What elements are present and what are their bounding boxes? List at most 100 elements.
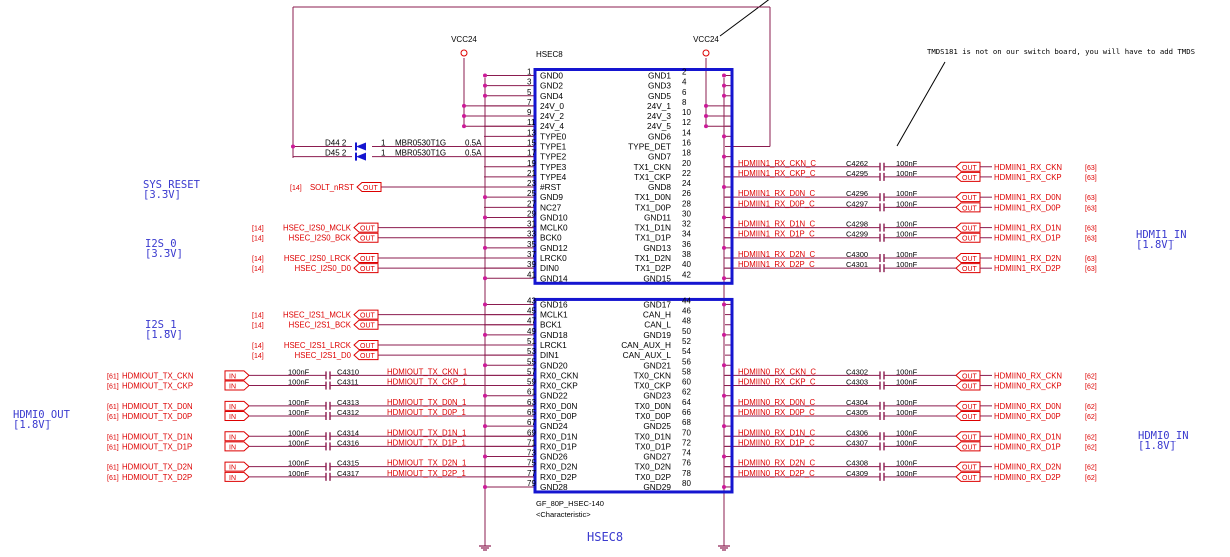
pin-name-RX0_D0P: RX0_D0P [540, 411, 577, 421]
pin-name-NC27: NC27 [540, 202, 562, 212]
pin-name-TX1_D0P: TX1_D0P [635, 202, 671, 212]
pin-name-RX0_D2P: RX0_D2P [540, 472, 577, 482]
junction-dot [722, 134, 726, 139]
pin-number-31: 31 [527, 220, 536, 229]
junction-dot [704, 124, 708, 129]
cap-ref-C4307: C4307 [846, 438, 868, 447]
cap-value: 100nF [896, 438, 918, 447]
cap-value: 100nF [896, 469, 918, 478]
diode-ref-D45: D45 2 [325, 149, 347, 158]
pin-number-12: 12 [682, 118, 691, 127]
net-label-HDMIOUT_TX_D1P: HDMIOUT_TX_D1P [122, 442, 192, 451]
pin-number-61: 61 [527, 388, 536, 397]
net-label-HDMIIN0_RX_CKP_C: HDMIIN0_RX_CKP_C [738, 378, 816, 387]
port-tag-HSEC_I2S0_BCK [353, 232, 379, 243]
port-tag-HSEC_I2S1_MCLK [353, 309, 379, 320]
diode-part: MBR0530T1G [395, 138, 446, 147]
net-label-HDMIOUT_TX_D0P: HDMIOUT_TX_D0P [122, 412, 192, 421]
pin-name-TX0_D2N: TX0_D2N [635, 462, 671, 472]
pin-name-24V_3: 24V_3 [647, 111, 671, 121]
net-label-HDMIIN0_RX_D2N: HDMIIN0_RX_D2N [994, 463, 1061, 472]
pin-name-TYPE4: TYPE4 [540, 172, 567, 182]
pin-name-TX0_D2P: TX0_D2P [635, 472, 671, 482]
net-ref: [14] [252, 256, 264, 263]
pin-number-59: 59 [527, 378, 536, 387]
pin-number-3: 3 [527, 78, 532, 87]
port-tag-label: OUT [360, 226, 376, 233]
net-label-HDMIIN0_RX_CKN: HDMIIN0_RX_CKN [994, 371, 1062, 380]
net-ref: [14] [252, 343, 264, 350]
junction-dot [722, 73, 726, 78]
cap-value: 100nF [896, 230, 918, 239]
cap-value: 100nF [896, 367, 918, 376]
pin-number-5: 5 [527, 88, 532, 97]
port-tag-label: OUT [962, 444, 978, 451]
port-tag-label: IN [229, 404, 236, 411]
net-label-HDMIOUT_TX_D0P_1: HDMIOUT_TX_D0P_1 [387, 408, 466, 417]
cap-ref-C4296: C4296 [846, 189, 868, 198]
pin-number-74: 74 [682, 449, 691, 458]
diode-part: MBR0530T1G [395, 149, 446, 158]
junction-dot [722, 185, 726, 190]
group-voltage-hdmi0_in: [1.8V] [1138, 440, 1176, 452]
connector-part: GF_80P_HSEC-140 [536, 499, 604, 508]
pin-number-40: 40 [682, 260, 691, 269]
pin-number-34: 34 [682, 230, 691, 239]
junction-dot [462, 103, 466, 108]
cap-ref-C4308: C4308 [846, 459, 868, 468]
net-ref: [62] [1085, 465, 1097, 472]
port-tag-label: OUT [360, 323, 376, 330]
pin-number-48: 48 [682, 317, 691, 326]
pin-name-GND15: GND15 [643, 273, 671, 283]
port-tag-label: OUT [962, 266, 978, 273]
net-ref: [14] [252, 353, 264, 360]
junction-dot [483, 454, 487, 459]
pin-name-TX1_D0N: TX1_D0N [635, 192, 671, 202]
junction-dot [722, 363, 726, 368]
net-label-HDMIOUT_TX_D2P: HDMIOUT_TX_D2P [122, 473, 192, 482]
port-tag-SOLT_nRST [356, 182, 382, 193]
net-ref: [63] [1085, 195, 1097, 202]
annotation-leader [896, 61, 946, 147]
net-label-HSEC_I2S1_BCK: HSEC_I2S1_BCK [289, 321, 352, 330]
pin-number-28: 28 [682, 199, 691, 208]
port-tag-label: OUT [962, 475, 978, 482]
diode-symbol [356, 142, 366, 151]
cap-ref-C4295: C4295 [846, 169, 868, 178]
pin-number-20: 20 [682, 159, 691, 168]
cap-value: 100nF [896, 408, 918, 417]
port-tag-HDMIOUT_TX_D2P [224, 471, 250, 482]
pin-name-TYPE0: TYPE0 [540, 131, 567, 141]
pin-name-GND5: GND5 [648, 91, 671, 101]
port-tag-label: IN [229, 384, 236, 391]
port-tag-HDMIOUT_TX_CKP [224, 380, 250, 391]
pin-number-18: 18 [682, 149, 691, 158]
port-tag-label: OUT [962, 195, 978, 202]
junction-dot [483, 93, 487, 98]
port-tag-HDMIOUT_TX_D2N [224, 461, 250, 472]
port-tag-label: OUT [360, 343, 376, 350]
pin-name-RX0_CKN: RX0_CKN [540, 370, 578, 380]
group-title-sys_reset: SYS_RESET [143, 179, 201, 191]
pin-name-LRCK1: LRCK1 [540, 340, 567, 350]
pin-number-39: 39 [527, 260, 536, 269]
net-ref: [61] [107, 475, 119, 482]
net-label-HDMIIN1_RX_D1N: HDMIIN1_RX_D1N [994, 224, 1061, 233]
cap-ref-C4299: C4299 [846, 230, 868, 239]
net-label-HDMIIN0_RX_D1P_C: HDMIIN0_RX_D1P_C [738, 438, 815, 447]
pin-name-GND13: GND13 [643, 243, 671, 253]
net-label-HDMIOUT_TX_D1N_1: HDMIOUT_TX_D1N_1 [387, 428, 466, 437]
group-title-i2s1: I2S_1 [145, 319, 177, 331]
net-label-HSEC_I2S1_D0: HSEC_I2S1_D0 [295, 351, 352, 360]
pin-name-GND28: GND28 [540, 482, 568, 492]
diode-pin: 1 [381, 138, 386, 147]
net-label-HDMIIN0_RX_D0P_C: HDMIIN0_RX_D0P_C [738, 408, 815, 417]
net-label-HSEC_I2S1_LRCK: HSEC_I2S1_LRCK [284, 341, 352, 350]
net-label-HDMIIN0_RX_D0P: HDMIIN0_RX_D0P [994, 412, 1061, 421]
net-label-HDMIOUT_TX_CKN: HDMIOUT_TX_CKN [122, 371, 193, 380]
pin-number-41: 41 [527, 270, 536, 279]
pin-number-46: 46 [682, 307, 691, 316]
net-label-HDMIOUT_TX_D0N_1: HDMIOUT_TX_D0N_1 [387, 398, 466, 407]
pin-name-24V_2: 24V_2 [540, 111, 564, 121]
pin-name-TYPE3: TYPE3 [540, 162, 567, 172]
